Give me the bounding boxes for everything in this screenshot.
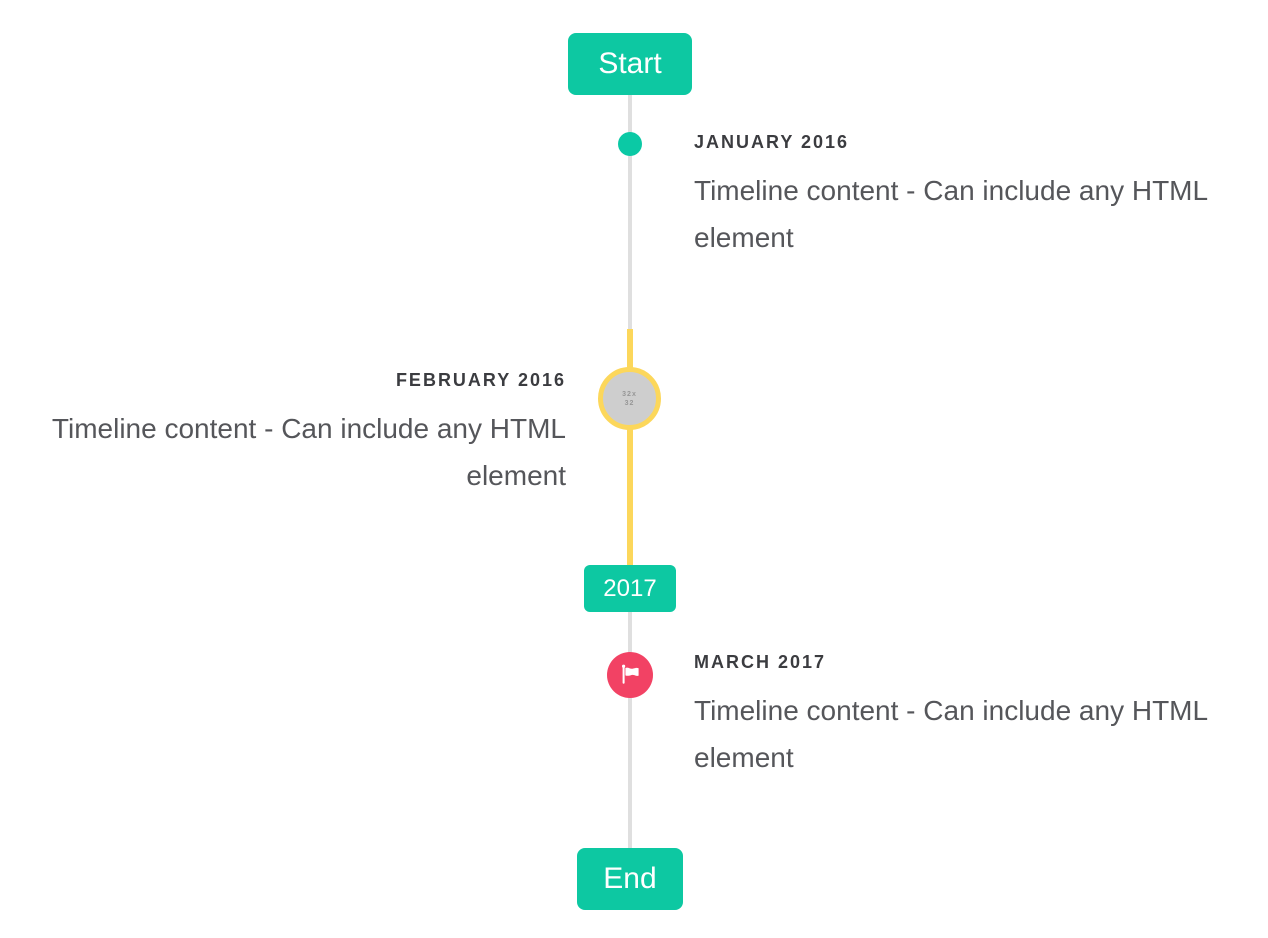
timeline-event-march-2017: MARCH 2017 Timeline content - Can includ… [694,652,1234,781]
event-marker-image[interactable]: 32x32 [598,367,661,430]
event-title: JANUARY 2016 [694,132,850,152]
broken-image-placeholder: 32x32 [622,390,637,407]
year-badge[interactable]: 2017 [584,565,676,612]
flag-icon [622,664,639,684]
timeline-line-highlight-segment [627,329,633,565]
event-marker-flag[interactable] [607,652,653,698]
event-marker-dot[interactable] [618,132,642,156]
event-body: Timeline content - Can include any HTML … [51,413,566,491]
event-body: Timeline content - Can include any HTML … [694,175,1208,253]
end-badge[interactable]: End [577,848,683,910]
timeline-event-january-2016: JANUARY 2016 Timeline content - Can incl… [694,132,1234,261]
event-title: MARCH 2017 [694,652,827,672]
timeline-event-february-2016: FEBRUARY 2016 Timeline content - Can inc… [26,370,566,499]
event-body: Timeline content - Can include any HTML … [694,695,1208,773]
event-title: FEBRUARY 2016 [395,370,566,390]
start-badge[interactable]: Start [568,33,692,95]
